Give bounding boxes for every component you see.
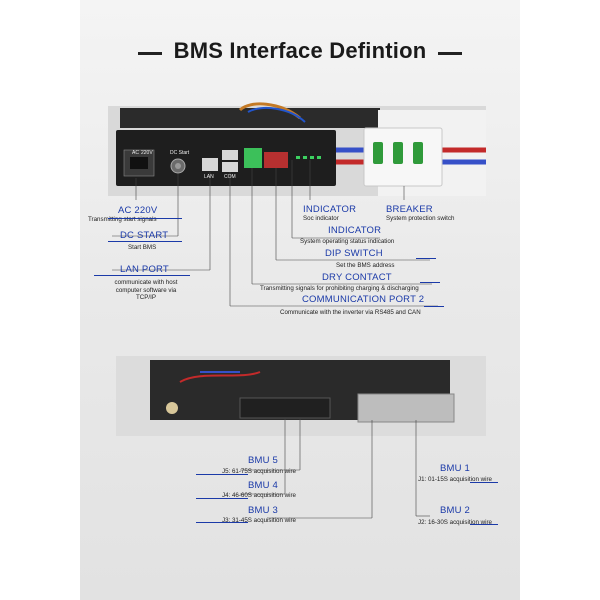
bmu-connectors bbox=[239, 397, 331, 419]
dip-switch bbox=[264, 152, 288, 168]
callout-bmu-4-desc: J4: 46-60S acquisition wire bbox=[222, 492, 296, 499]
callout-indicator-soc-label: INDICATOR bbox=[303, 204, 357, 215]
page-title: BMS Interface Defintion bbox=[173, 38, 427, 63]
callout-ac-220v-desc: Transmitting start signals bbox=[88, 216, 157, 223]
cable-blue bbox=[247, 106, 306, 123]
underline-bmu-5 bbox=[196, 474, 248, 475]
bottom-leader-lines bbox=[240, 418, 430, 519]
com-port-lower bbox=[222, 162, 238, 172]
breaker-toggle-3 bbox=[413, 142, 423, 164]
callout-dc-start-desc: Start BMS bbox=[128, 244, 157, 251]
breaker-toggle-1 bbox=[373, 142, 383, 164]
callout-lan-port-label: LAN PORT bbox=[120, 264, 169, 275]
callout-bmu-1-label: BMU 1 bbox=[440, 463, 471, 474]
ac-socket-hole bbox=[130, 157, 148, 169]
lan-port-label: LAN bbox=[204, 174, 214, 180]
callout-dc-start-label: DC START bbox=[120, 230, 169, 241]
underline-dip-switch bbox=[416, 258, 436, 259]
breaker-toggle-2 bbox=[393, 142, 403, 164]
callout-breaker-label: BREAKER bbox=[386, 204, 433, 215]
callout-communication-port-2-desc: Communicate with the inverter via RS485 … bbox=[280, 309, 421, 316]
underline-dc-start bbox=[108, 241, 182, 242]
dry-contact-terminal bbox=[244, 148, 262, 168]
ac-voltage-label: 220V bbox=[141, 150, 153, 156]
top-leader-lines bbox=[112, 160, 438, 307]
bottom-cable-red bbox=[179, 371, 261, 383]
callout-ac-220v-label: AC 220V bbox=[118, 205, 158, 216]
underline-bmu-4 bbox=[196, 498, 248, 499]
background-panel bbox=[80, 0, 520, 600]
underline-bmu-1 bbox=[470, 482, 498, 483]
led-3 bbox=[310, 156, 314, 159]
callout-bmu-5-label: BMU 5 bbox=[248, 455, 279, 466]
callout-bmu-4-label: BMU 4 bbox=[248, 480, 279, 491]
com-port-upper bbox=[222, 150, 238, 160]
callout-breaker-desc: System protection switch bbox=[386, 215, 455, 222]
top-chassis-inner bbox=[120, 108, 380, 128]
shunt bbox=[166, 402, 178, 414]
led-1 bbox=[296, 156, 300, 159]
callout-bmu-2-label: BMU 2 bbox=[440, 505, 471, 516]
dc-start-port-label: DC Start bbox=[170, 150, 190, 156]
underline-ac-220v bbox=[108, 218, 182, 219]
com-port-label: COM bbox=[224, 174, 236, 180]
underline-bmu-2 bbox=[470, 524, 498, 525]
callout-bmu-3-desc: J3: 31-45S acquisition wire bbox=[222, 517, 296, 524]
dc-start-button-center bbox=[175, 163, 181, 169]
callout-bmu-2-desc: J2: 16-30S acquisition wire bbox=[418, 519, 492, 526]
title-dash-left bbox=[138, 52, 162, 55]
title-dash-right bbox=[438, 52, 462, 55]
callout-dry-contact-desc: Transmitting signals for prohibiting cha… bbox=[260, 285, 419, 292]
underline-dry-contact bbox=[420, 282, 440, 283]
callout-indicator-soc-desc: Soc indicator bbox=[303, 215, 339, 222]
underline-bmu-3 bbox=[196, 522, 248, 523]
callout-dip-switch-desc: Set the BMS address bbox=[336, 262, 395, 269]
callout-bmu-3-label: BMU 3 bbox=[248, 505, 279, 516]
callout-dip-switch-label: DIP SWITCH bbox=[325, 248, 383, 259]
callout-bmu-1-desc: J1: 01-15S acquisition wire bbox=[418, 476, 492, 483]
lan-port bbox=[202, 158, 218, 171]
led-4 bbox=[317, 156, 321, 159]
power-module bbox=[357, 393, 455, 423]
callout-lan-port-desc: communicate with host computer software … bbox=[114, 279, 178, 301]
callout-indicator-status-desc: System operating status indication bbox=[300, 238, 395, 245]
callout-bmu-5-desc: J5: 61-75S acquisition wire bbox=[222, 468, 296, 475]
ac-port-label: AC bbox=[132, 150, 139, 156]
callout-communication-port-2-label: COMMUNICATION PORT 2 bbox=[302, 294, 425, 305]
callout-indicator-status-label: INDICATOR bbox=[328, 225, 382, 236]
underline-comm-port-2 bbox=[424, 306, 444, 307]
led-2 bbox=[303, 156, 307, 159]
callout-dry-contact-label: DRY CONTACT bbox=[322, 272, 392, 283]
ac-socket bbox=[123, 149, 155, 177]
underline-lan-port bbox=[94, 275, 190, 276]
